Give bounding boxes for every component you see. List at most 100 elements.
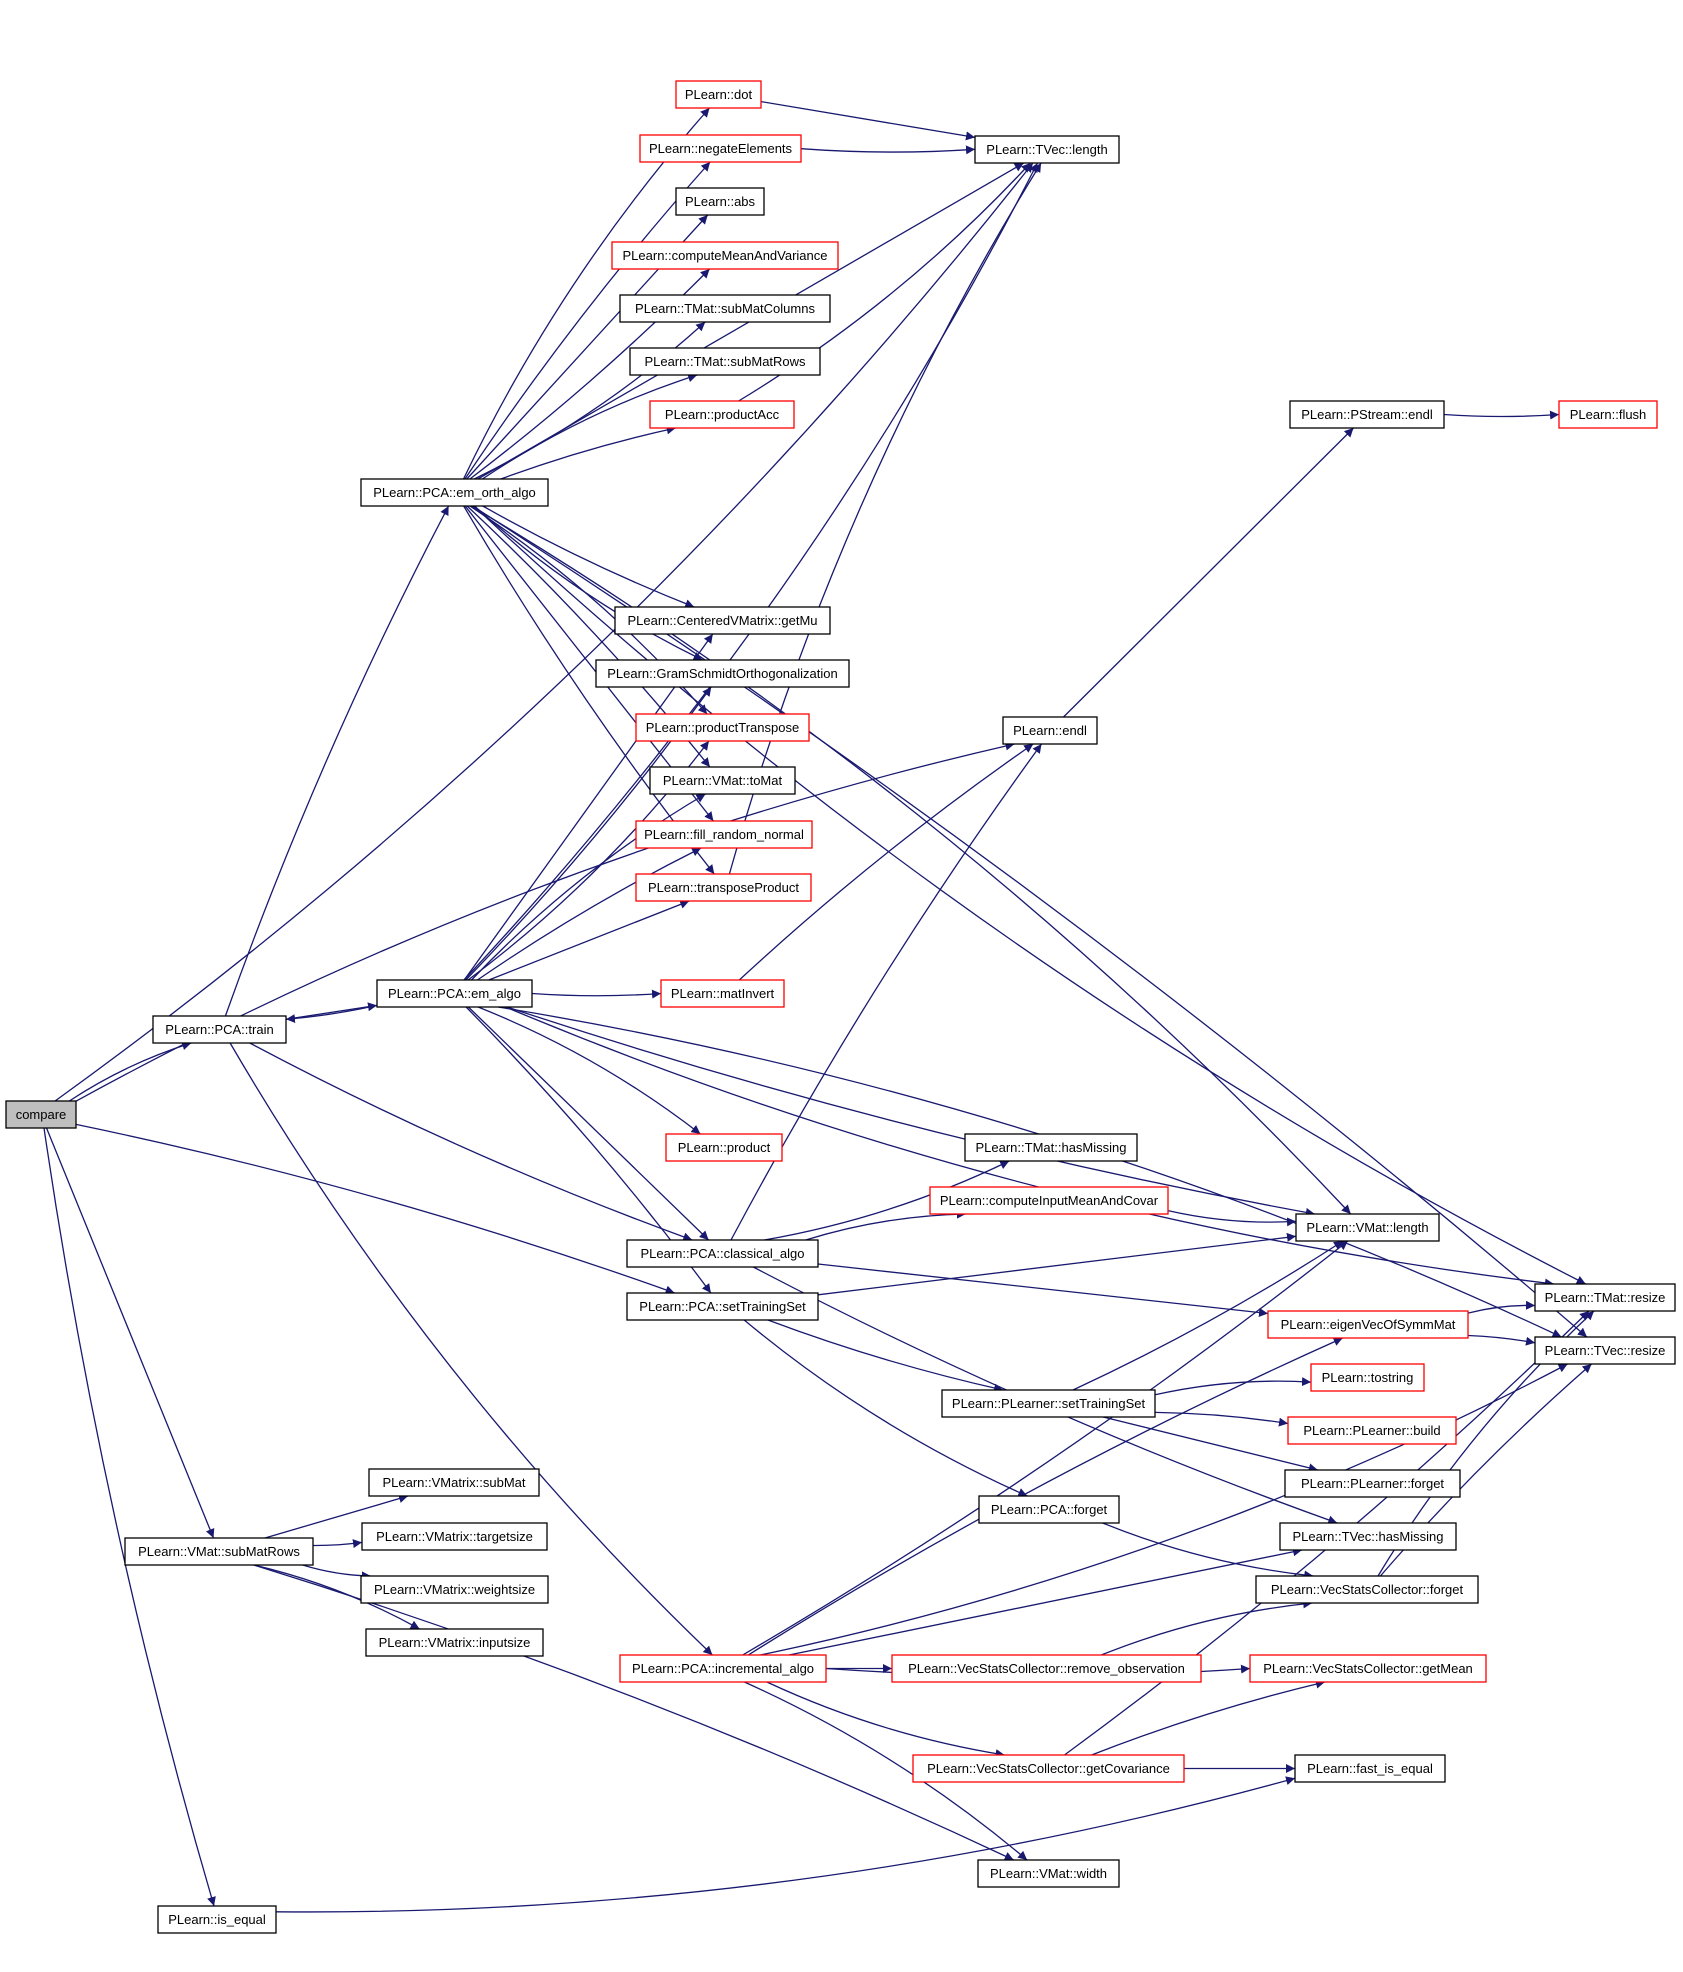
edge-pca_forget-to-vsc_forget [1102, 1522, 1314, 1580]
edge-endl-to-pstream_endl [1063, 427, 1354, 718]
edge-vmat_submatrows-to-vmat_width [253, 1564, 1014, 1861]
node-label: PLearn::PCA::em_algo [388, 986, 521, 1001]
node-cmav[interactable]: PLearn::computeMeanAndVariance [611, 241, 839, 270]
node-box [675, 80, 762, 109]
node-pl_forget[interactable]: PLearn::PLearner::forget [1284, 1469, 1461, 1498]
node-vsc_forget[interactable]: PLearn::VecStatsCollector::forget [1255, 1575, 1479, 1604]
node-box [365, 1628, 544, 1657]
node-tvec_hasmissing[interactable]: PLearn::TVec::hasMissing [1279, 1522, 1457, 1551]
node-box [1558, 400, 1658, 429]
node-label: PLearn::endl [1013, 723, 1087, 738]
edge-classical-to-hasmissing_tmat [764, 1160, 1010, 1241]
edge-is_equal-to-fast_is_equal [275, 1776, 1296, 1913]
node-getmean[interactable]: PLearn::VecStatsCollector::getMean [1249, 1654, 1487, 1683]
edge-train-to-incremental [229, 1042, 713, 1656]
node-label: PLearn::VMat::toMat [663, 773, 783, 788]
node-label: PLearn::PCA::em_orth_algo [373, 485, 536, 500]
node-classical[interactable]: PLearn::PCA::classical_algo [626, 1239, 819, 1268]
node-pstream_endl[interactable]: PLearn::PStream::endl [1289, 400, 1445, 429]
node-remove_obs[interactable]: PLearn::VecStatsCollector::remove_observ… [891, 1654, 1202, 1683]
node-product[interactable]: PLearn::product [665, 1133, 783, 1162]
node-box [360, 478, 549, 507]
edge-em_algo-to-tmat_resize [505, 1006, 1554, 1288]
node-label: PLearn::PCA::incremental_algo [632, 1661, 814, 1676]
node-box [635, 873, 812, 902]
node-fillrandom[interactable]: PLearn::fill_random_normal [635, 820, 813, 849]
node-abs[interactable]: PLearn::abs [675, 187, 765, 216]
edge-vmat_submatrows-to-targetsize [312, 1539, 363, 1549]
node-label: PLearn::tostring [1322, 1370, 1414, 1385]
node-tvec_resize[interactable]: PLearn::TVec::resize [1534, 1336, 1676, 1365]
node-is_equal[interactable]: PLearn::is_equal [157, 1905, 277, 1934]
node-fast_is_equal[interactable]: PLearn::fast_is_equal [1294, 1754, 1446, 1783]
node-em_algo[interactable]: PLearn::PCA::em_algo [376, 979, 533, 1008]
node-pca_settrain[interactable]: PLearn::PCA::setTrainingSet [626, 1292, 819, 1321]
node-label: PLearn::PCA::forget [991, 1502, 1108, 1517]
node-label: PLearn::PCA::setTrainingSet [639, 1299, 806, 1314]
node-label: PLearn::productAcc [665, 407, 780, 422]
node-label: PLearn::PCA::classical_algo [640, 1246, 804, 1261]
node-label: PLearn::GramSchmidtOrthogonalization [607, 666, 838, 681]
node-tmat_resize[interactable]: PLearn::TMat::resize [1534, 1283, 1676, 1312]
edge-getcov-to-getmean [1091, 1679, 1326, 1756]
node-getcov[interactable]: PLearn::VecStatsCollector::getCovariance [912, 1754, 1185, 1783]
node-label: PLearn::VMatrix::subMat [382, 1475, 525, 1490]
node-train[interactable]: PLearn::PCA::train [152, 1015, 287, 1044]
node-label: PLearn::VecStatsCollector::forget [1271, 1582, 1464, 1597]
node-box [1255, 1575, 1479, 1604]
node-box [1267, 1310, 1469, 1339]
node-weightsize[interactable]: PLearn::VMatrix::weightsize [360, 1575, 549, 1604]
node-tostring[interactable]: PLearn::tostring [1310, 1363, 1425, 1392]
node-box [977, 1859, 1120, 1888]
node-label: PLearn::negateElements [649, 141, 793, 156]
node-submatcols[interactable]: PLearn::TMat::subMatColumns [619, 294, 831, 323]
node-box [1279, 1522, 1457, 1551]
node-label: PLearn::is_equal [168, 1912, 266, 1927]
node-vmat_length[interactable]: PLearn::VMat::length [1295, 1213, 1440, 1242]
node-pl_build[interactable]: PLearn::PLearner::build [1287, 1416, 1457, 1445]
node-em_orth[interactable]: PLearn::PCA::em_orth_algo [360, 478, 549, 507]
node-tmat_submatrows[interactable]: PLearn::TMat::subMatRows [629, 347, 821, 376]
edge-incremental-to-tvec_hasmissing [788, 1547, 1303, 1656]
node-gramschmidt[interactable]: PLearn::GramSchmidtOrthogonalization [595, 659, 850, 688]
node-hasmissing_tmat[interactable]: PLearn::TMat::hasMissing [964, 1133, 1138, 1162]
node-layer: compare PLearn::TVec::length PLearn::dotPL… [5, 80, 1676, 1934]
node-pca_forget[interactable]: PLearn::PCA::forget [978, 1495, 1120, 1524]
node-incremental[interactable]: PLearn::PCA::incremental_algo [619, 1654, 827, 1683]
node-vmatrix_submat[interactable]: PLearn::VMatrix::subMat [368, 1468, 540, 1497]
node-tvec_length[interactable]: PLearn::TVec::length [974, 135, 1120, 164]
edge-em_algo-to-tomat [471, 793, 706, 981]
node-box [665, 1133, 783, 1162]
node-eigenvec[interactable]: PLearn::eigenVecOfSymmMat [1267, 1310, 1469, 1339]
node-cimac[interactable]: PLearn::computeInputMeanAndCovar [929, 1186, 1169, 1215]
node-box [891, 1654, 1202, 1683]
node-endl[interactable]: PLearn::endl [1002, 716, 1098, 745]
node-compare[interactable]: compare [5, 1100, 77, 1129]
node-pl_settrain[interactable]: PLearn::PLearner::setTrainingSet [941, 1389, 1156, 1418]
node-negate[interactable]: PLearn::negateElements [639, 134, 802, 163]
edge-remove_obs-to-vsc_forget [1101, 1599, 1313, 1656]
edge-em_orth-to-getmu [482, 505, 695, 608]
edge-dot-to-tvec_length [760, 100, 976, 141]
node-getmu[interactable]: PLearn::CenteredVMatrix::getMu [614, 606, 831, 635]
edge-pca_settrain-to-pca_forget [743, 1319, 1028, 1497]
node-productacc[interactable]: PLearn::productAcc [649, 400, 795, 429]
node-targetsize[interactable]: PLearn::VMatrix::targetsize [361, 1522, 548, 1551]
node-producttranspose[interactable]: PLearn::productTranspose [635, 713, 810, 742]
node-matinvert[interactable]: PLearn::matInvert [660, 979, 785, 1008]
node-tomat[interactable]: PLearn::VMat::toMat [649, 766, 796, 795]
node-vmat_width[interactable]: PLearn::VMat::width [977, 1859, 1120, 1888]
node-label: PLearn::computeMeanAndVariance [623, 248, 828, 263]
node-transposeproduct[interactable]: PLearn::transposeProduct [635, 873, 812, 902]
node-dot[interactable]: PLearn::dot [675, 80, 762, 109]
edge-incremental-to-vmat_width [744, 1681, 1028, 1861]
node-vmat_submatrows[interactable]: PLearn::VMat::subMatRows [124, 1537, 314, 1566]
node-box [1534, 1283, 1676, 1312]
node-box [1534, 1336, 1676, 1365]
node-box [941, 1389, 1156, 1418]
edge-train-to-classical [249, 1042, 693, 1242]
edge-pl_settrain-to-pl_forget [1103, 1416, 1318, 1473]
node-label: PLearn::TMat::subMatColumns [635, 301, 815, 316]
node-inputsize[interactable]: PLearn::VMatrix::inputsize [365, 1628, 544, 1657]
node-flush[interactable]: PLearn::flush [1558, 400, 1658, 429]
